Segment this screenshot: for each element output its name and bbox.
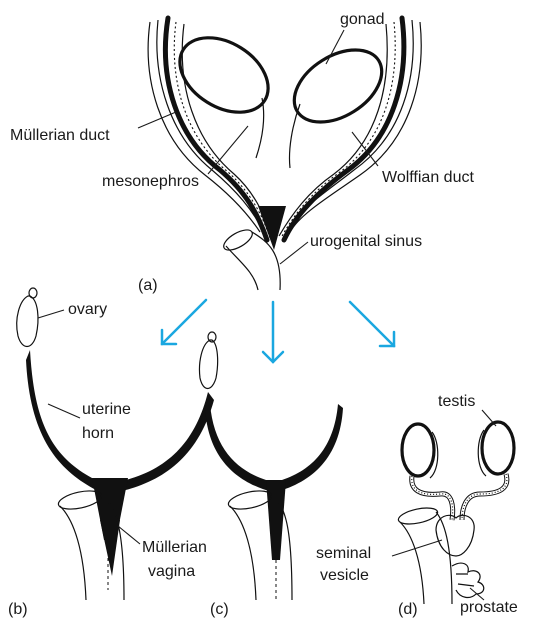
- left-ovary-tip: [29, 288, 37, 298]
- sinus-opening-d: [397, 505, 439, 527]
- label-prostate: prostate: [460, 599, 518, 616]
- left-testis: [402, 424, 434, 476]
- sinus-c-left: [230, 506, 256, 600]
- label-vagina: vagina: [148, 563, 195, 580]
- sinus-b-left: [60, 506, 86, 600]
- sinus-left-wall: [226, 246, 258, 290]
- prostate-lobes: [452, 563, 484, 597]
- prostate-detail: [456, 574, 474, 586]
- c-right-horn: [268, 404, 343, 492]
- left-mesonephros-edge: [182, 24, 272, 236]
- label-horn: horn: [82, 425, 114, 442]
- development-arrows: [162, 300, 394, 362]
- pointer-uterine-horn: [48, 404, 80, 418]
- c-left-horn: [205, 404, 280, 492]
- label-panel-c: (c): [210, 601, 229, 618]
- label-seminal: seminal: [316, 545, 371, 562]
- pointer-gonad: [326, 30, 344, 64]
- label-panel-d: (d): [398, 601, 418, 618]
- left-vas-deferens-outline: [412, 476, 453, 520]
- label-vesicle: vesicle: [320, 567, 369, 584]
- label-ovary: ovary: [68, 301, 107, 318]
- label-gonad: gonad: [340, 11, 385, 28]
- pointer-testis: [482, 410, 496, 426]
- pointer-mullerian-duct: [138, 112, 176, 128]
- pointer-urogenital-sinus: [280, 242, 308, 264]
- label-mullerian-duct: Müllerian duct: [10, 127, 110, 144]
- mullerian-vagina-b: [100, 520, 120, 576]
- sinus-opening: [221, 226, 256, 254]
- left-ovary: [17, 296, 38, 347]
- left-vas-dots: [412, 476, 453, 520]
- pointer-ovary: [38, 310, 64, 318]
- label-urogenital-sinus: urogenital sinus: [310, 233, 422, 250]
- label-testis: testis: [438, 393, 475, 410]
- left-vas-fill: [412, 476, 453, 520]
- pointer-mesonephros: [208, 126, 248, 174]
- arrow-to-b: [162, 300, 206, 344]
- sinus-opening-b: [57, 488, 103, 513]
- panel-d-drawing: [397, 422, 514, 604]
- label-mullerian: Müllerian: [142, 539, 207, 556]
- left-gonad: [166, 22, 281, 127]
- left-mesonephros: [174, 22, 270, 238]
- label-panel-a: (a): [138, 277, 158, 294]
- sinus-d-right: [436, 512, 452, 604]
- sinus-opening-c: [227, 488, 273, 513]
- label-panel-b: (b): [8, 601, 28, 618]
- arrow-to-c: [263, 302, 283, 362]
- label-mesonephros: mesonephros: [102, 173, 199, 190]
- left-uterine-horn: [26, 350, 108, 492]
- right-gonad: [281, 35, 394, 137]
- label-wolffian-duct: Wolffian duct: [382, 169, 474, 186]
- sinus-d-left: [400, 522, 424, 604]
- right-testis: [482, 422, 514, 474]
- arrow-to-d: [350, 302, 394, 346]
- right-ovary: [199, 340, 217, 389]
- right-vas-fill: [462, 474, 507, 520]
- label-uterine: uterine: [82, 401, 131, 418]
